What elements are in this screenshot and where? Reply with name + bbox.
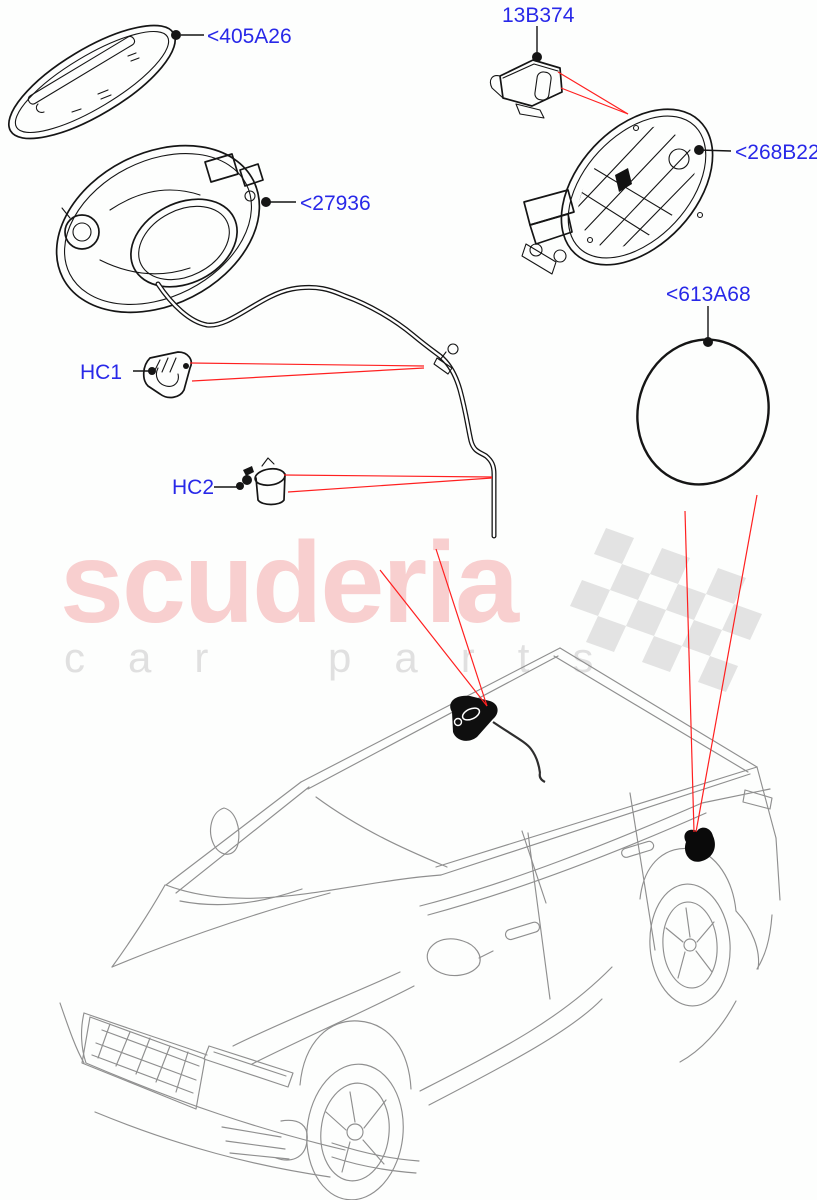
part-label-HC2[interactable]: HC2 xyxy=(172,476,214,499)
vehicle-line-art xyxy=(59,647,781,1200)
part-clip-hc2-art xyxy=(242,457,286,506)
part-label-268B22[interactable]: <268B22 xyxy=(735,141,817,164)
part-filler-pocket-art xyxy=(55,144,264,314)
checkered-flag-watermark xyxy=(570,528,762,692)
watermark: scuderia car parts xyxy=(60,519,762,692)
locator-lines xyxy=(189,71,758,833)
grille xyxy=(81,1016,206,1110)
part-seal-ring-art xyxy=(636,338,770,486)
part-label-13B374[interactable]: 13B374 xyxy=(502,4,575,27)
fuel-door-location-marker xyxy=(684,827,715,862)
door-hinge-art xyxy=(521,189,575,275)
rear-door-handle xyxy=(621,840,655,858)
watermark-tagline-text: car parts xyxy=(64,634,636,681)
cable-grommet-fitting xyxy=(433,343,459,375)
rear-wheel xyxy=(649,883,731,1007)
release-cable-art xyxy=(155,281,497,539)
front-wheel xyxy=(306,1063,404,1200)
headlight xyxy=(203,1045,294,1088)
watermark-brand-text: scuderia xyxy=(60,519,520,647)
side-mirror xyxy=(426,938,481,977)
release-handle-location-marker xyxy=(450,695,546,783)
callout-leaders xyxy=(133,26,732,490)
part-label-405A26[interactable]: <405A26 xyxy=(207,25,292,48)
door-latch-striker xyxy=(615,168,632,192)
part-fuel-door-art xyxy=(521,108,714,275)
part-finisher-panel-art xyxy=(7,24,177,140)
part-label-HC1[interactable]: HC1 xyxy=(80,361,122,384)
part-label-613A68[interactable]: <613A68 xyxy=(666,283,751,306)
part-label-27936[interactable]: <27936 xyxy=(300,192,371,215)
front-door-handle xyxy=(504,921,541,941)
part-latch-actuator-art xyxy=(489,59,563,119)
